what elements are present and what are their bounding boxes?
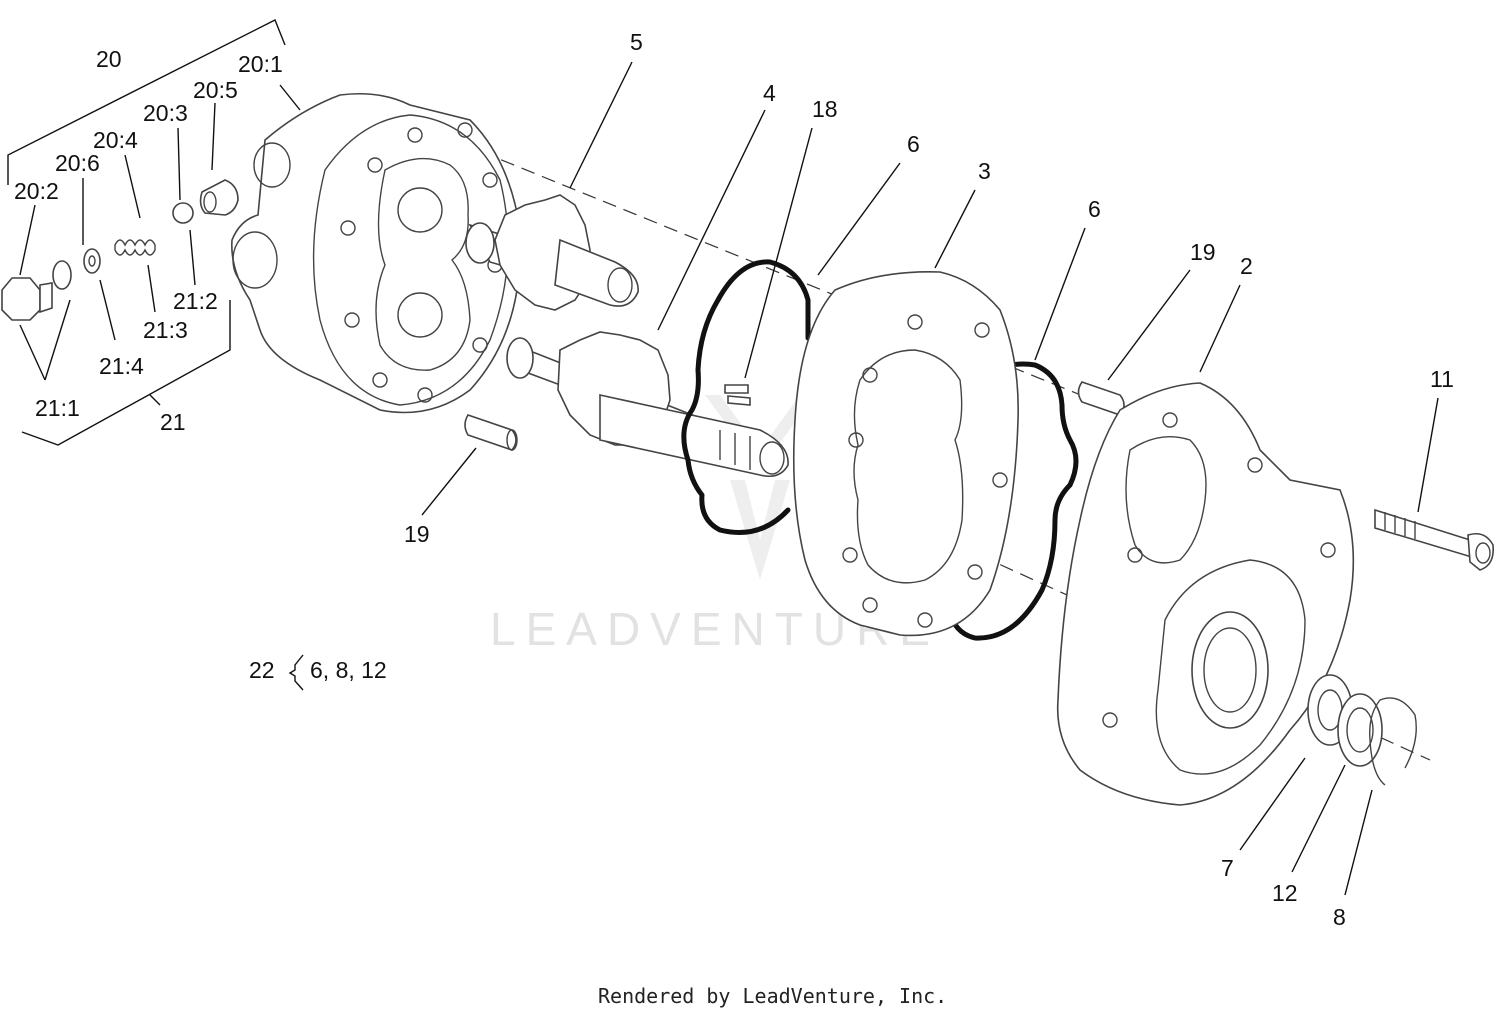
gear-housing-body: [792, 271, 1019, 637]
callout-7: 7: [1221, 855, 1234, 881]
rear-housing: [231, 92, 522, 414]
callout-6-rear: 6: [1088, 196, 1101, 222]
kit-contents: 6, 8, 12: [310, 657, 387, 683]
callout-20-3: 20:3: [143, 100, 188, 126]
drive-gear-shaft-upper: [465, 194, 639, 311]
callout-11: 11: [1430, 366, 1454, 392]
retaining-ring: [1369, 697, 1417, 786]
callout-4: 4: [763, 80, 776, 106]
callout-21-2: 21:2: [173, 288, 218, 314]
callout-20-1: 20:1: [238, 51, 283, 77]
callout-20-4: 20:4: [93, 127, 138, 153]
callout-12: 12: [1272, 880, 1298, 906]
callout-21: 21: [160, 409, 186, 435]
dowel-pin-lower: [464, 414, 518, 451]
callout-3: 3: [978, 158, 991, 184]
callout-20: 20: [96, 46, 122, 72]
key: [724, 384, 749, 394]
callout-21-4: 21:4: [99, 353, 144, 379]
front-cover: [1056, 382, 1355, 806]
render-credit: Rendered by LeadVenture, Inc.: [598, 984, 947, 1008]
callout-21-3: 21:3: [143, 317, 188, 343]
washer: [1337, 693, 1383, 767]
callout-19-lower: 19: [404, 521, 430, 547]
callout-6-front: 6: [907, 131, 920, 157]
callout-8: 8: [1333, 904, 1346, 930]
callout-2: 2: [1240, 253, 1253, 279]
callout-19-upper: 19: [1190, 239, 1216, 265]
callout-5: 5: [630, 29, 643, 55]
bolt: [1374, 508, 1495, 571]
callout-labels: 20 20:1 20:5 20:3 20:4 20:6 20:2 21:2 21…: [14, 29, 1454, 930]
callout-20-2: 20:2: [14, 178, 59, 204]
callout-20-5: 20:5: [193, 77, 238, 103]
callout-20-6: 20:6: [55, 150, 100, 176]
drive-gear-shaft-lower: [506, 331, 789, 478]
callout-18: 18: [812, 96, 838, 122]
dowel-pin-upper: [1077, 381, 1125, 416]
relief-valve-parts: [1, 179, 239, 321]
leader-lines: [7, 19, 1439, 896]
kit-number: 22: [249, 657, 275, 683]
callout-21-1: 21:1: [35, 395, 80, 421]
key-lower: [727, 395, 751, 406]
